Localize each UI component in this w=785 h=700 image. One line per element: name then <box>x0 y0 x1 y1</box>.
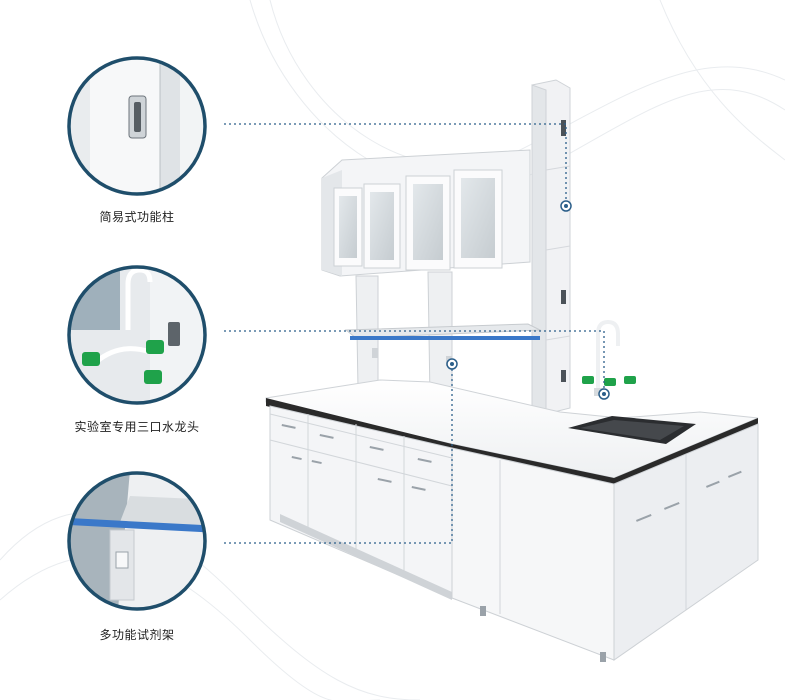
marker-dot-shelf <box>446 358 458 370</box>
right-base-cabinet <box>451 423 759 662</box>
glass-door <box>453 169 503 269</box>
reagent-shelf-icon <box>69 517 205 533</box>
wall-cabinet <box>321 149 531 277</box>
marker-dot-faucet <box>598 388 610 400</box>
callout-shelf-detail <box>67 471 207 611</box>
leader-lines <box>224 123 605 544</box>
function-column <box>531 79 571 415</box>
callout-caption-faucet: 实验室专用三口水龙头 <box>74 420 200 434</box>
three-way-faucet-icon <box>125 267 153 330</box>
left-base-cabinets <box>269 405 453 600</box>
sink <box>568 416 696 444</box>
callout-faucet-detail <box>67 265 207 405</box>
lab-bench <box>265 79 759 662</box>
callout-column-detail <box>67 56 207 196</box>
glass-door <box>405 175 451 271</box>
glass-door <box>363 183 401 269</box>
callout-caption-column: 简易式功能柱 <box>99 210 175 224</box>
faucet <box>582 319 636 396</box>
reagent-shelf <box>344 323 542 340</box>
marker-dot-column <box>560 200 572 212</box>
marker-dots <box>446 200 610 400</box>
worktop <box>265 379 759 484</box>
callout-caption-shelf: 多功能试剂架 <box>99 628 175 642</box>
glass-door <box>333 187 363 267</box>
